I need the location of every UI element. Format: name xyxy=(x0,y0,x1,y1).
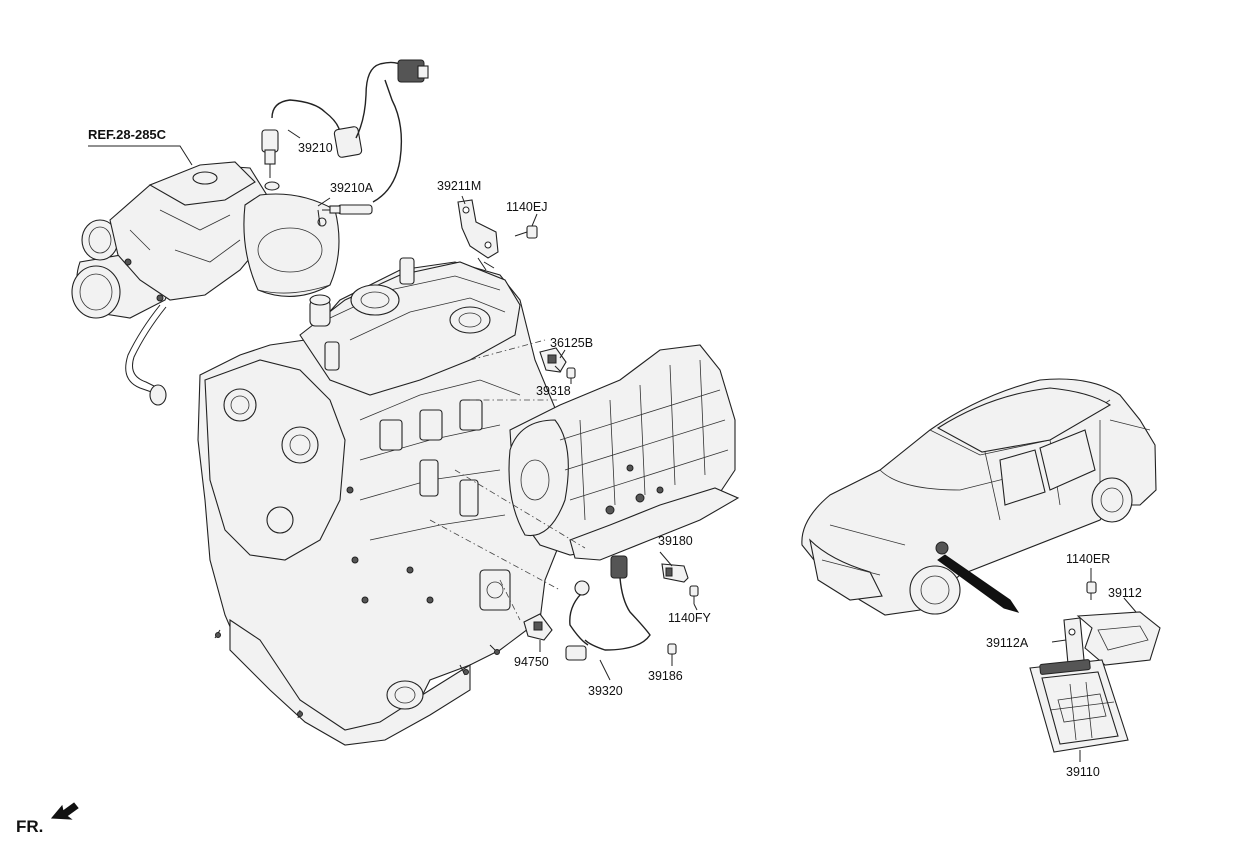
bolt-1140fy xyxy=(689,585,699,604)
part-label-39112a: 39112A xyxy=(986,636,1029,650)
reference-label: REF.28-285C xyxy=(88,127,167,142)
bolt-1140er xyxy=(1086,581,1097,600)
sensor-39180 xyxy=(661,563,689,583)
part-label-39210a: 39210A xyxy=(330,181,374,195)
part-label-39210: 39210 xyxy=(298,141,333,155)
bolt-39186 xyxy=(667,643,677,660)
engine-block-illustration xyxy=(197,257,571,746)
front-label: FR. xyxy=(16,817,43,836)
sensor-94750 xyxy=(523,613,553,641)
part-label-1140fy: 1140FY xyxy=(668,611,712,625)
front-direction-indicator: FR. xyxy=(16,802,79,836)
bracket-39112 xyxy=(1076,611,1161,666)
bracket-39211m xyxy=(457,199,499,271)
part-label-39186: 39186 xyxy=(648,669,683,683)
leader-lines xyxy=(88,129,1137,762)
part-label-39318: 39318 xyxy=(536,384,571,398)
part-label-39112: 39112 xyxy=(1108,586,1142,600)
sensor-39318 xyxy=(539,347,567,373)
part-label-39110: 39110 xyxy=(1066,765,1100,779)
part-label-1140ej: 1140EJ xyxy=(506,200,547,214)
transmission-illustration xyxy=(508,344,740,561)
part-label-1140er: 1140ER xyxy=(1066,552,1110,566)
part-label-36125b: 36125B xyxy=(550,336,593,350)
turbocharger-illustration xyxy=(71,161,340,406)
ecu-39110 xyxy=(1029,659,1129,753)
bolt-1140ej xyxy=(514,225,538,239)
vehicle-illustration xyxy=(801,378,1157,616)
front-arrow-icon xyxy=(50,802,79,820)
oxygen-sensor-rear xyxy=(322,79,403,215)
sensor-39320 xyxy=(565,555,651,661)
part-label-94750: 94750 xyxy=(514,655,549,669)
bolt-36125b xyxy=(566,367,576,384)
bracket-39112a xyxy=(1063,617,1085,665)
part-label-39211m: 39211M xyxy=(437,179,481,193)
part-label-39320: 39320 xyxy=(588,684,623,698)
oxygen-sensor-front xyxy=(261,59,429,191)
part-label-39180: 39180 xyxy=(658,534,693,548)
